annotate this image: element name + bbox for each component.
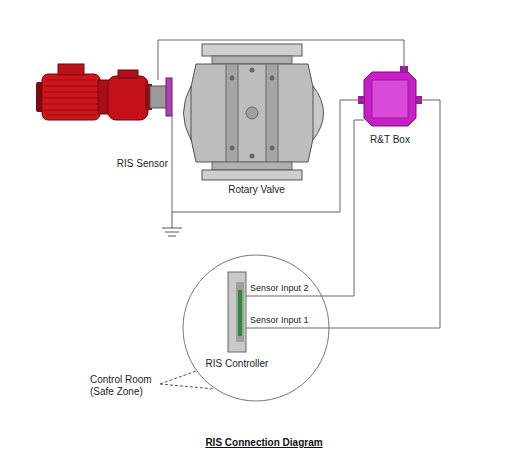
controller-unit (236, 282, 244, 342)
signal-wire (172, 100, 364, 212)
rotary-valve (250, 68, 255, 73)
callout-leader (160, 371, 196, 384)
ground-symbol (165, 232, 179, 233)
sensor-shaft (150, 78, 172, 116)
callout-leader (160, 371, 214, 389)
gear-motor (44, 98, 98, 99)
rotary-valve (230, 146, 235, 151)
rotary-valve (212, 56, 292, 64)
gear-motor (42, 74, 100, 120)
gear-motor (58, 64, 84, 75)
signal-name: Sensor Input 1 (249, 315, 310, 326)
signal-wire (158, 40, 404, 80)
controller-unit (238, 290, 242, 336)
component-label: Rotary Valve (228, 184, 285, 196)
rotary-valve (226, 64, 238, 162)
controller-unit (228, 272, 246, 352)
gear-motor (118, 70, 138, 78)
ground-symbol (172, 212, 173, 228)
signal-name: Sensor Input 2 (249, 283, 310, 294)
gear-motor (44, 92, 98, 93)
callout-leader (160, 384, 214, 389)
junction-box (358, 66, 422, 126)
valve-node: Rotary Valve (178, 44, 335, 180)
junction-box (364, 72, 416, 126)
gear-motor (46, 115, 96, 116)
safe-zone-circle (182, 254, 330, 402)
title-text: RIS Connection Diagram (205, 437, 322, 448)
rotary-valve (270, 76, 275, 81)
rotary-valve (270, 146, 275, 151)
gear-motor (46, 80, 96, 81)
rotary-valve (189, 64, 315, 162)
sensor-node: RIS Sensor (150, 80, 176, 114)
rotary-valve (266, 64, 278, 162)
ground-symbol (168, 236, 176, 237)
rotary-valve (184, 44, 324, 180)
gear-motor (108, 76, 148, 120)
safe-zone-outline (183, 255, 329, 401)
controller-unit (228, 272, 246, 352)
rotary-valve (202, 44, 302, 56)
rotary-valve (184, 86, 192, 140)
component-label: Control Room (Safe Zone) (90, 374, 164, 398)
gear-motor (44, 104, 98, 105)
junction-box-node: R&T Box (364, 72, 416, 126)
gear-motor (44, 86, 98, 87)
control-room-zone: RIS ControllerControl Room (Safe Zone) (182, 254, 330, 402)
gear-motor (44, 110, 98, 111)
signal-wire (246, 120, 364, 296)
ground-symbol (162, 212, 182, 236)
component-label: R&T Box (370, 134, 410, 146)
controller-node: RIS Controller (228, 272, 246, 352)
rotary-valve (246, 107, 258, 119)
signal-wire (246, 100, 440, 328)
rotary-valve (313, 86, 324, 140)
rotary-valve (230, 76, 235, 81)
rotary-valve (250, 154, 255, 159)
junction-box (372, 80, 408, 118)
diagram-title: RIS Connection Diagram (0, 432, 528, 450)
ground-symbol (162, 228, 182, 229)
rotary-valve (212, 162, 292, 170)
sensor-shaft (166, 78, 172, 116)
rotary-valve (202, 170, 302, 180)
gear-motor (36, 64, 152, 120)
component-label: RIS Controller (206, 358, 269, 370)
component-label: RIS Sensor (117, 158, 168, 170)
